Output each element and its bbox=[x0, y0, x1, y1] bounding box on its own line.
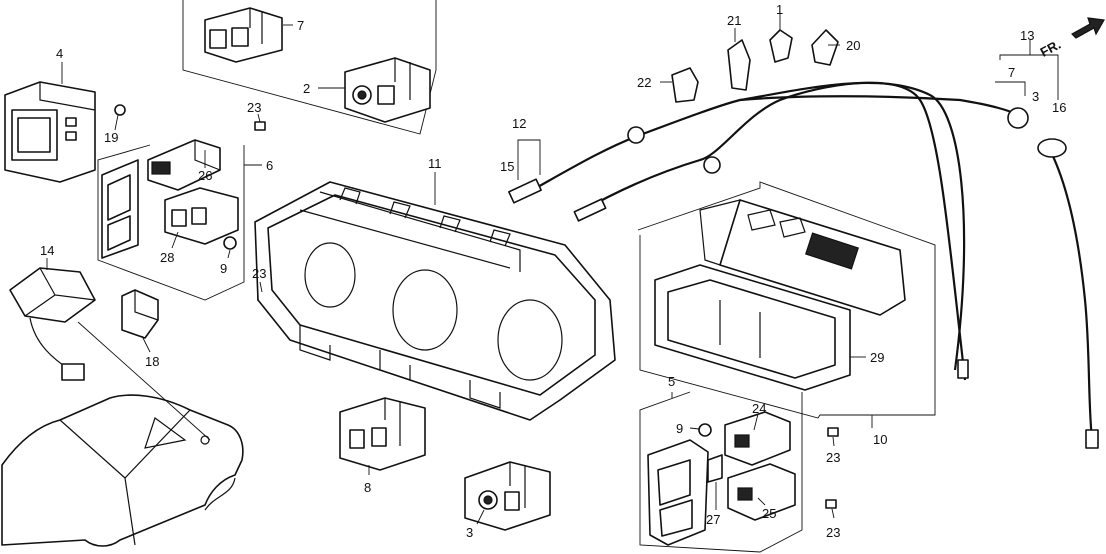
callout-14: 14 bbox=[40, 243, 54, 258]
nut-part-9-left bbox=[223, 236, 237, 250]
callout-5: 5 bbox=[668, 374, 675, 389]
callout-6: 6 bbox=[266, 158, 273, 173]
callout-2: 2 bbox=[303, 81, 310, 96]
screw-part-23-d bbox=[825, 499, 837, 509]
unit-part-14 bbox=[9, 267, 96, 381]
callout-11: 11 bbox=[428, 156, 442, 171]
callout-23-right-bottom: 23 bbox=[826, 525, 840, 540]
callout-13: 13 bbox=[1020, 28, 1034, 43]
group-box-part-5 bbox=[639, 391, 803, 553]
nut-part-9-right bbox=[698, 423, 712, 437]
group-box-part-6 bbox=[97, 144, 245, 301]
clip-part-21 bbox=[727, 39, 751, 91]
switch-part-26 bbox=[147, 139, 221, 191]
callout-25: 25 bbox=[762, 506, 776, 521]
switch-part-4 bbox=[4, 81, 96, 183]
callout-7: 7 bbox=[297, 18, 304, 33]
screw-part-23-c bbox=[827, 427, 839, 437]
callout-27: 27 bbox=[706, 512, 720, 527]
bracket-part-18 bbox=[121, 289, 159, 339]
bezel-part-6 bbox=[101, 159, 139, 259]
display-board bbox=[699, 199, 906, 316]
callout-18: 18 bbox=[145, 354, 159, 369]
callout-28: 28 bbox=[160, 250, 174, 265]
callout-20: 20 bbox=[846, 38, 860, 53]
callout-15: 15 bbox=[500, 159, 514, 174]
clip-part-20 bbox=[811, 29, 839, 66]
callout-8: 8 bbox=[364, 480, 371, 495]
front-direction-label: FR. bbox=[1038, 37, 1064, 60]
front-direction-arrow: FR. bbox=[1038, 17, 1105, 60]
callout-19: 19 bbox=[104, 130, 118, 145]
callout-10: 10 bbox=[873, 432, 887, 447]
callout-23-mid: 23 bbox=[252, 266, 266, 281]
speedometer-cables bbox=[508, 81, 1099, 449]
bezel-part-29 bbox=[654, 264, 851, 391]
group-box-top bbox=[182, 0, 437, 135]
switch-part-28 bbox=[164, 187, 239, 245]
callout-9-left: 9 bbox=[220, 261, 227, 276]
gauge-assembly-part-11 bbox=[254, 181, 616, 421]
clip-part-1 bbox=[769, 29, 793, 63]
clip-part-22 bbox=[671, 67, 699, 103]
callout-29: 29 bbox=[870, 350, 884, 365]
switch-part-7-top bbox=[204, 7, 283, 63]
callout-9-right: 9 bbox=[676, 421, 683, 436]
screw-part-23-a bbox=[254, 121, 266, 131]
screw-part-19 bbox=[114, 104, 126, 116]
callout-12: 12 bbox=[512, 116, 526, 131]
group-box-part-10 bbox=[637, 181, 936, 419]
leader-car-14 bbox=[77, 321, 211, 441]
callout-24: 24 bbox=[752, 401, 766, 416]
callout-23-top: 23 bbox=[247, 100, 261, 115]
switch-part-27 bbox=[707, 454, 723, 483]
callout-7-right: 7 bbox=[1008, 65, 1015, 80]
callout-3-right: 3 bbox=[1032, 89, 1039, 104]
switch-part-24 bbox=[724, 411, 791, 466]
callout-3-bottom: 3 bbox=[466, 525, 473, 540]
callout-21: 21 bbox=[727, 13, 741, 28]
callout-4: 4 bbox=[56, 46, 63, 61]
callout-22: 22 bbox=[637, 75, 651, 90]
callout-16: 16 bbox=[1052, 100, 1066, 115]
callout-26: 26 bbox=[198, 168, 212, 183]
switch-part-3 bbox=[464, 461, 551, 531]
switch-part-8 bbox=[339, 397, 426, 471]
switch-part-2 bbox=[344, 57, 431, 123]
callout-1: 1 bbox=[776, 2, 783, 17]
callout-labels: 7 2 4 19 23 6 26 28 9 23 14 18 11 8 3 12 bbox=[40, 2, 1066, 540]
switch-part-25 bbox=[727, 463, 796, 521]
car-outline bbox=[1, 394, 244, 547]
bezel-part-5 bbox=[647, 439, 709, 546]
callout-23-right-top: 23 bbox=[826, 450, 840, 465]
